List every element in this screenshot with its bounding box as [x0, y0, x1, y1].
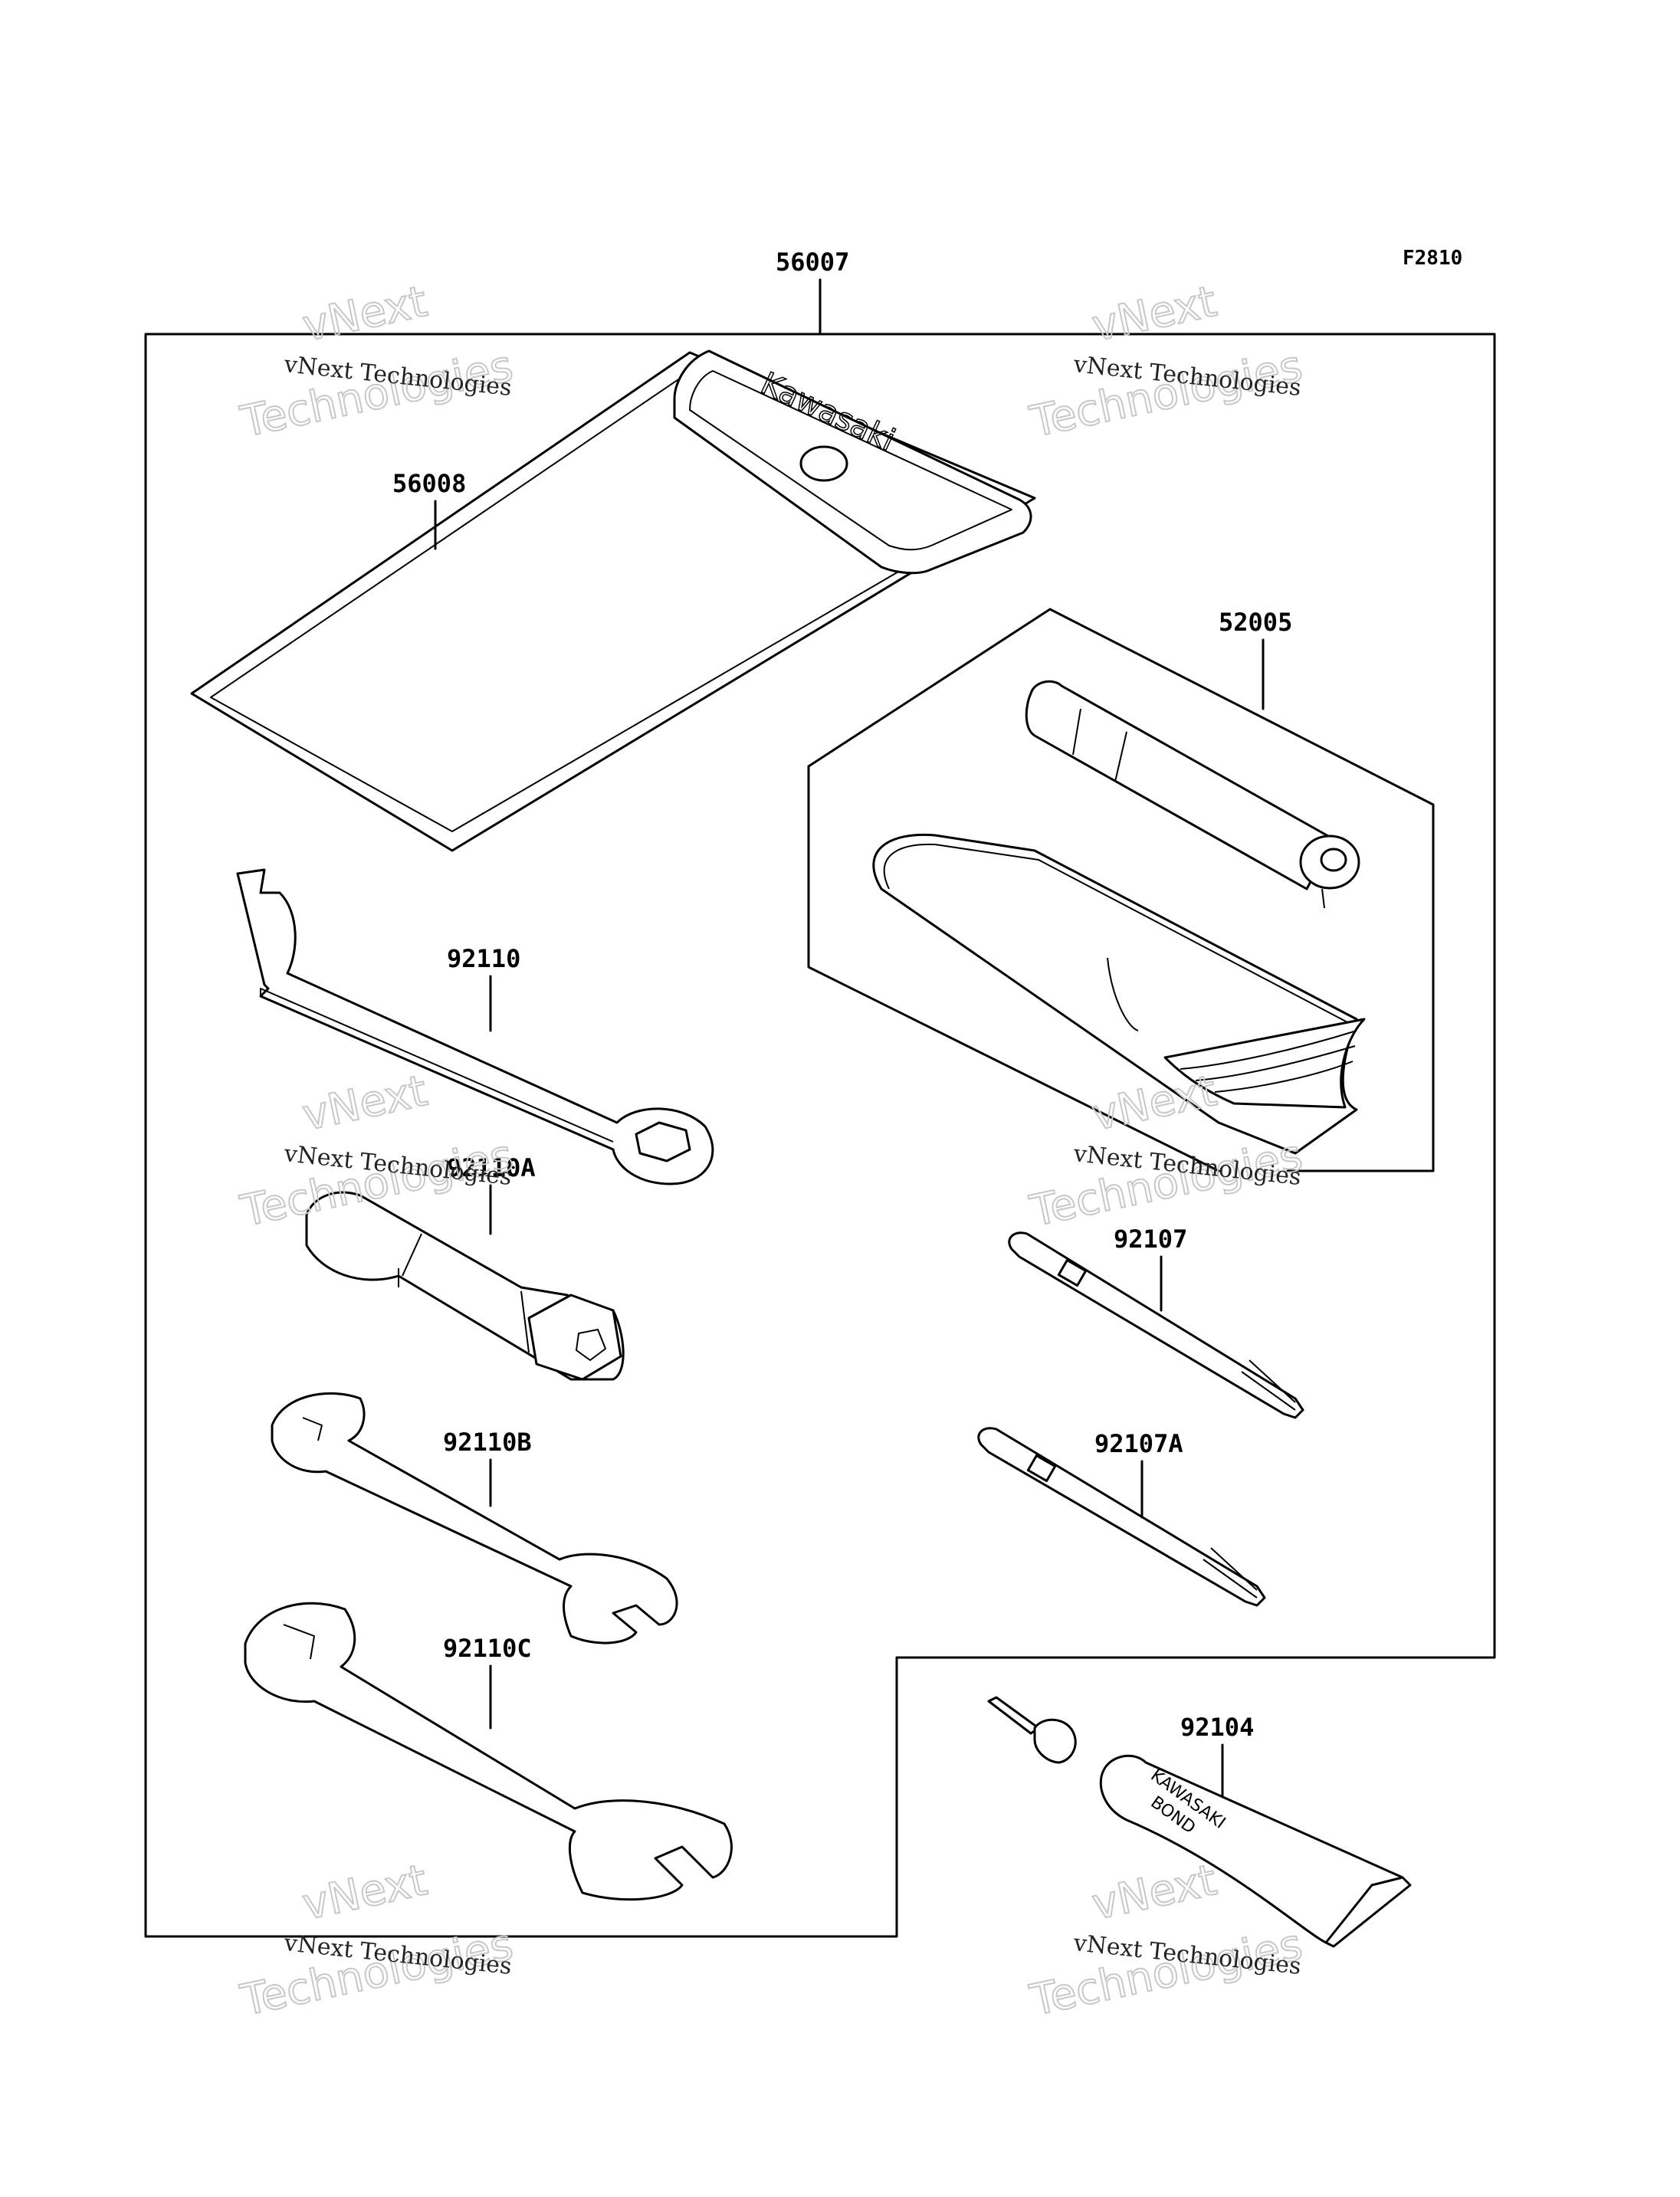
- svg-text:vNext: vNext: [298, 1855, 431, 1930]
- watermark-top-left: vNext Technologies vNext Technologies: [235, 276, 517, 448]
- part-label-92110C: 92110C: [443, 1634, 532, 1663]
- hook-wrench-drawing: [236, 868, 714, 1185]
- watermark-bottom-left: vNext Technologies vNext Technologies: [235, 1854, 517, 2027]
- screwdriver-drawing: [1008, 1231, 1304, 1419]
- svg-text:vNext: vNext: [1088, 1855, 1221, 1930]
- bond-tube-drawing: KAWASAKI BOND: [987, 1696, 1412, 1948]
- part-label-56008: 56008: [392, 469, 466, 498]
- tool-pouch-drawing: [872, 833, 1366, 1155]
- svg-text:vNext: vNext: [298, 277, 431, 352]
- part-label-92107A: 92107A: [1094, 1429, 1183, 1458]
- part-label-56007: 56007: [776, 248, 849, 277]
- spoke-set-frame: [807, 608, 1435, 1172]
- kit-frame: [144, 333, 1496, 1938]
- watermark-top-right: vNext Technologies vNext Technologies: [1025, 276, 1307, 448]
- part-label-92104: 92104: [1180, 1713, 1254, 1742]
- svg-text:vNext: vNext: [1088, 277, 1221, 352]
- screwdriver-a-drawing: [977, 1427, 1266, 1607]
- part-label-92110: 92110: [447, 944, 520, 973]
- svg-text:vNext: vNext: [298, 1066, 431, 1141]
- part-label-92110A: 92110A: [447, 1153, 536, 1182]
- figure-code: F2810: [1403, 247, 1462, 270]
- open-end-wrench-c-drawing: [244, 1602, 733, 1901]
- open-end-wrench-b-drawing: [271, 1392, 678, 1644]
- part-label-92110B: 92110B: [443, 1428, 532, 1457]
- part-label-52005: 52005: [1219, 608, 1292, 637]
- box-wrench-drawing: [305, 1191, 625, 1381]
- spoke-wrench-drawing: [1025, 680, 1360, 909]
- svg-text:vNext: vNext: [1088, 1066, 1221, 1141]
- part-label-92107: 92107: [1114, 1225, 1187, 1254]
